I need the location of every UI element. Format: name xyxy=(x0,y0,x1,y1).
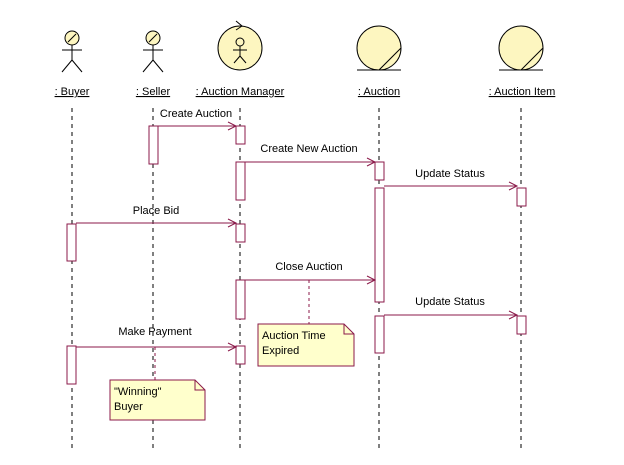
note-text-line: Auction Time xyxy=(262,330,326,342)
activation-bar xyxy=(374,315,385,354)
message-label-place-bid: Place Bid xyxy=(133,205,179,217)
participant-label-buyer: : Buyer xyxy=(55,86,90,98)
message-label-make-payment: Make Payment xyxy=(118,326,191,338)
participant-label-seller: : Seller xyxy=(136,86,171,98)
participant-label-auction: : Auction xyxy=(358,86,400,98)
participant-label-item: : Auction Item xyxy=(489,86,556,98)
message-label-create-auction: Create Auction xyxy=(160,108,232,120)
control-icon xyxy=(217,20,263,71)
arrowhead xyxy=(227,342,238,352)
activation-bar xyxy=(148,125,159,165)
activation-bar xyxy=(235,279,246,320)
note-text-line: "Winning" xyxy=(114,386,162,398)
buyer-actor-icon xyxy=(61,30,83,73)
arrowhead xyxy=(508,310,519,320)
auction-entity-icon xyxy=(356,25,402,71)
activation-bar xyxy=(516,315,527,335)
note-auction-time-expired: Auction Time Expired xyxy=(257,323,355,367)
arrowhead xyxy=(227,218,238,228)
note-text-line: Buyer xyxy=(114,401,143,413)
activation-bar xyxy=(235,125,246,145)
activation-bar xyxy=(516,187,527,207)
message-label-create-new-auction: Create New Auction xyxy=(260,143,357,155)
activation-bar xyxy=(66,223,77,262)
activation-bar xyxy=(235,345,246,365)
note-winning-buyer: "Winning" Buyer xyxy=(109,379,206,421)
auction-item-entity-icon xyxy=(498,25,544,71)
message-label-close-auction: Close Auction xyxy=(275,261,342,273)
message-label-update-status-1: Update Status xyxy=(415,168,485,180)
arrowhead xyxy=(508,181,519,191)
seller-actor-icon xyxy=(142,30,164,73)
participant-label-manager: : Auction Manager xyxy=(196,86,285,98)
message-label-update-status-2: Update Status xyxy=(415,296,485,308)
activation-bar xyxy=(235,223,246,243)
arrowhead xyxy=(366,275,377,285)
note-text-line: Expired xyxy=(262,345,299,357)
arrowhead xyxy=(366,157,377,167)
activation-bar xyxy=(374,161,385,181)
activation-bar xyxy=(235,161,246,201)
activation-bar xyxy=(66,345,77,385)
arrowhead xyxy=(227,121,238,131)
activation-bar xyxy=(374,187,385,303)
